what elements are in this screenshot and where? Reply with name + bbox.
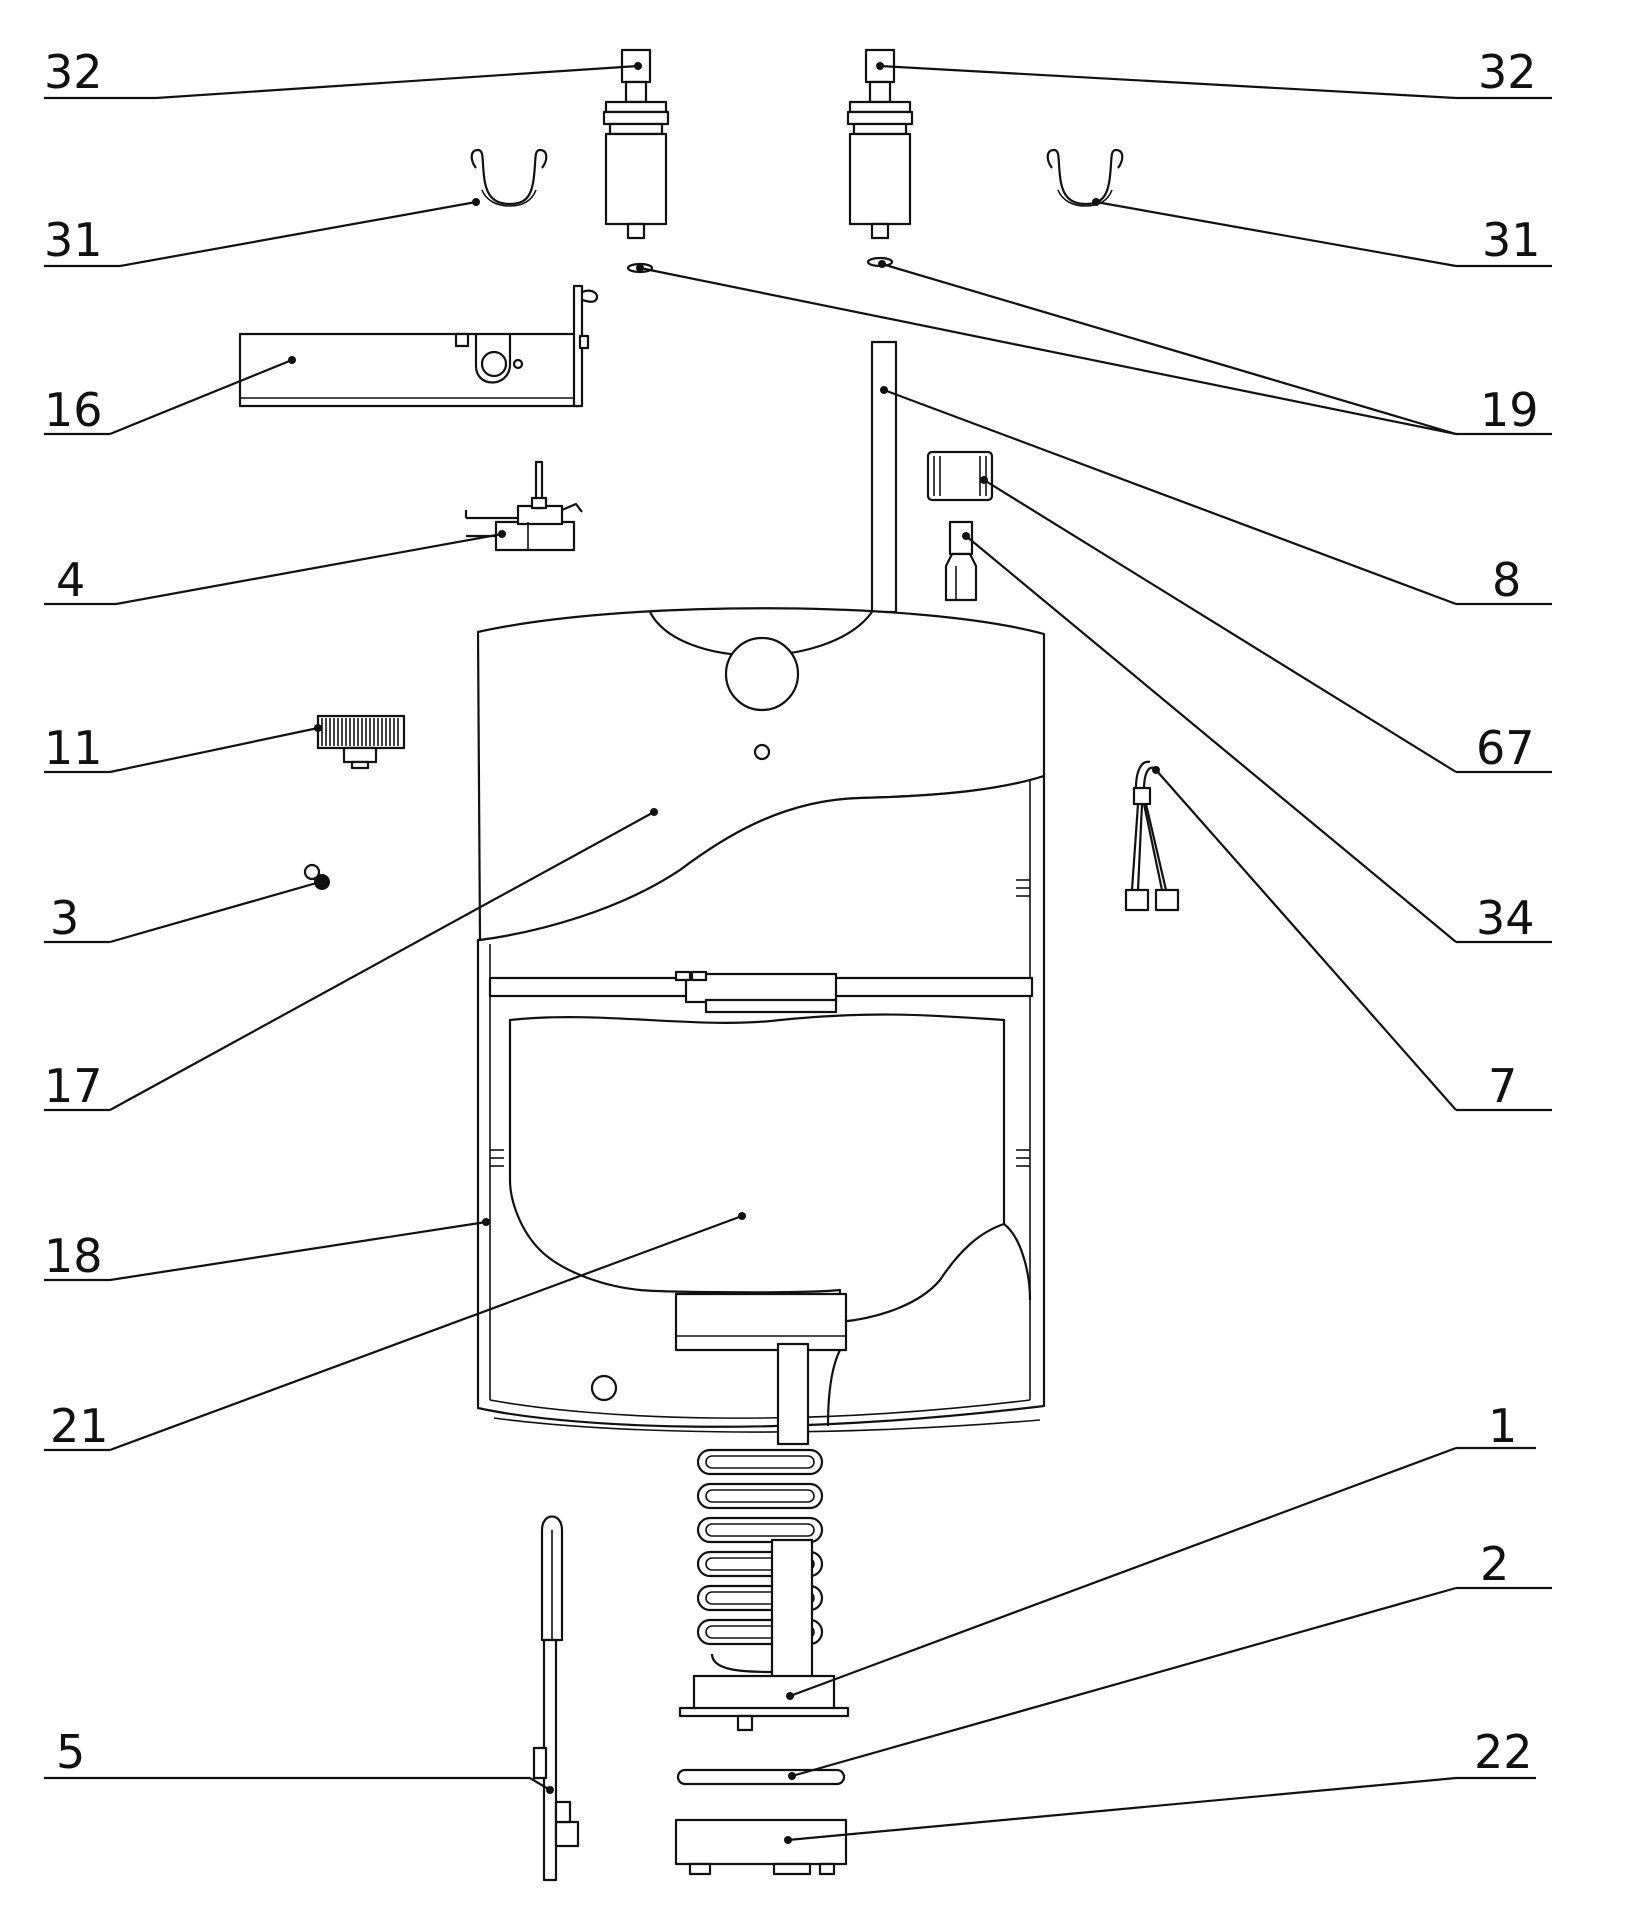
leader-16 [44,356,296,436]
leader-31 [44,198,480,268]
leader-31 [1092,198,1552,268]
leader-21 [44,1212,746,1452]
part-17-housing-cover [476,607,1046,942]
callout-18: 18 [44,1229,103,1283]
callout-1: 1 [1488,1399,1517,1453]
callout-11: 11 [44,721,103,775]
part-32-right-sensor [846,48,914,240]
part-2-gasket [676,1768,846,1786]
leader-3 [44,878,324,944]
leader-11 [44,724,322,774]
leader-17 [44,808,658,1112]
callout-21: 21 [50,1399,109,1453]
leader-19 [636,260,1552,436]
callout-67: 67 [1476,721,1535,775]
callout-2: 2 [1480,1537,1509,1591]
leader-2 [788,1586,1552,1780]
part-16-bracket [238,284,599,408]
leader-8 [880,386,1552,606]
leader-22 [784,1776,1536,1844]
part-34-connector [944,520,978,602]
callout-32-right: 32 [1478,45,1537,99]
part-32-left-sensor [602,48,670,240]
callout-22: 22 [1474,1725,1533,1779]
callout-numbers: 32 32 31 31 16 19 4 8 11 67 3 34 17 7 18… [44,45,1541,1779]
leader-7 [1152,766,1552,1112]
callout-19: 19 [1480,383,1539,437]
callout-5: 5 [56,1725,85,1779]
leader-34 [962,532,1552,944]
callout-34: 34 [1476,891,1535,945]
part-31-left-clip [470,148,548,207]
part-1-heating-element [678,1342,850,1732]
leader-32 [876,62,1552,100]
part-8-pipe [870,340,898,614]
part-21-tank [508,1013,1032,1427]
callout-31-right: 31 [1482,213,1541,267]
part-19-orings [626,256,894,274]
leader-67 [980,476,1552,774]
part-5-probe [532,1515,580,1882]
part-31-right-clip [1046,148,1124,207]
leader-1 [786,1446,1536,1700]
callout-31-left: 31 [44,213,103,267]
callout-8: 8 [1492,553,1521,607]
leader-18 [44,1218,490,1282]
part-22-cap [674,1818,848,1876]
callout-16: 16 [44,383,103,437]
part-67-filter [926,450,994,502]
part-7-wire-loom [1124,760,1180,912]
callout-32-left: 32 [44,45,103,99]
callout-17: 17 [44,1059,103,1113]
callout-3: 3 [50,891,79,945]
callout-7: 7 [1488,1059,1517,1113]
leader-lines [44,62,1552,1844]
callout-4: 4 [56,553,85,607]
leader-4 [44,530,506,606]
part-11-knob [316,714,406,770]
leader-32 [44,62,642,100]
part-4-microswitch [464,460,583,552]
leader-5 [44,1776,554,1794]
